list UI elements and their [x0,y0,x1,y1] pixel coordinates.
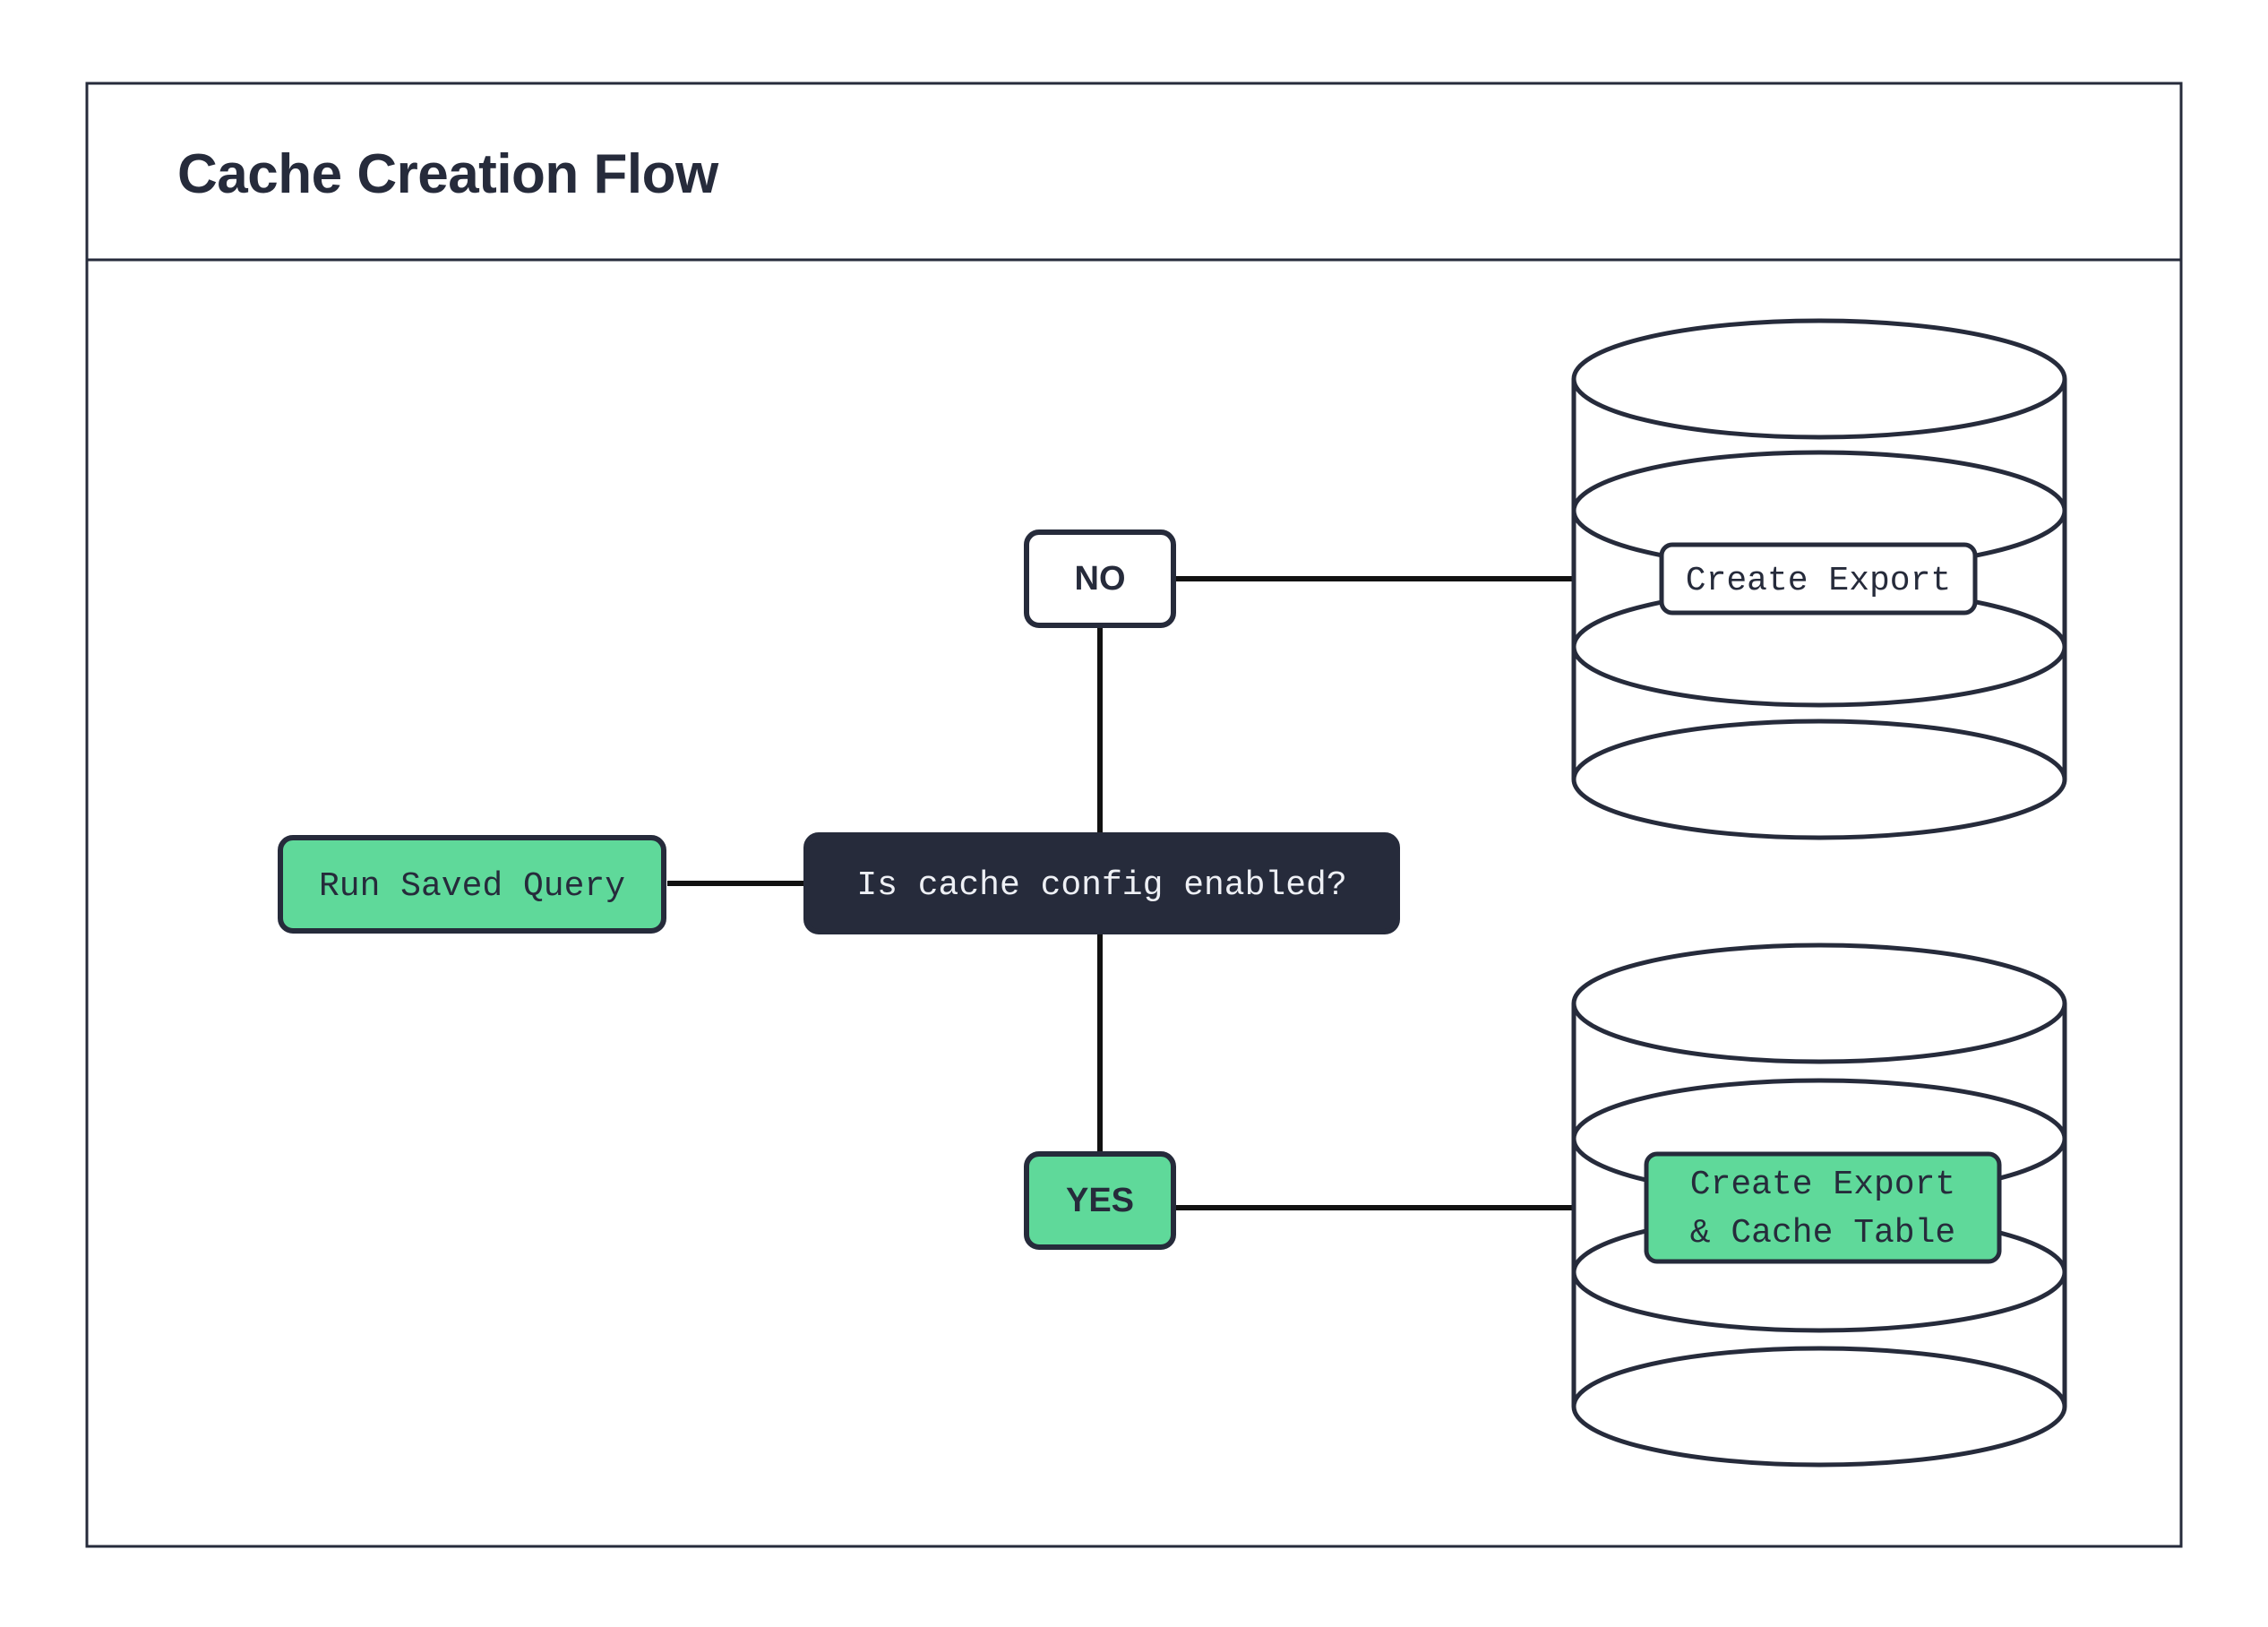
db-bottom-platter-4 [1571,1346,2067,1468]
database-create-export-cache-table[interactable]: Create Export & Cache Table [1571,943,2067,1468]
db-bottom-label-line2: & Cache Table [1690,1214,1955,1253]
run-saved-query-box [278,835,666,934]
db-bottom-label-line1: Create Export [1690,1166,1955,1204]
branch-no-box [1024,529,1176,628]
diagram-frame [85,82,2183,1548]
db-top-platter-4 [1571,719,2067,840]
node-branch-yes[interactable]: YES [1024,1151,1176,1250]
decision-box [803,832,1400,934]
db-top-label: Create Export [1686,562,1951,600]
node-run-saved-query[interactable]: Run Saved Query [278,835,666,934]
decision-label: Is cache config enabled? [856,866,1346,905]
page-title: Cache Creation Flow [177,143,719,205]
db-bottom-label-box [1644,1151,2002,1264]
node-branch-no[interactable]: NO [1024,529,1176,628]
db-top-platter-1 [1571,318,2067,440]
branch-yes-label: YES [1066,1182,1134,1219]
database-create-export[interactable]: Create Export [1571,318,2067,840]
node-is-cache-config-enabled[interactable]: Is cache config enabled? [803,832,1400,934]
run-saved-query-label: Run Saved Query [319,867,625,906]
db-bottom-platter-1 [1571,943,2067,1064]
branch-no-label: NO [1075,560,1126,598]
branch-yes-box [1024,1151,1176,1250]
db-top-label-box [1659,542,1978,616]
